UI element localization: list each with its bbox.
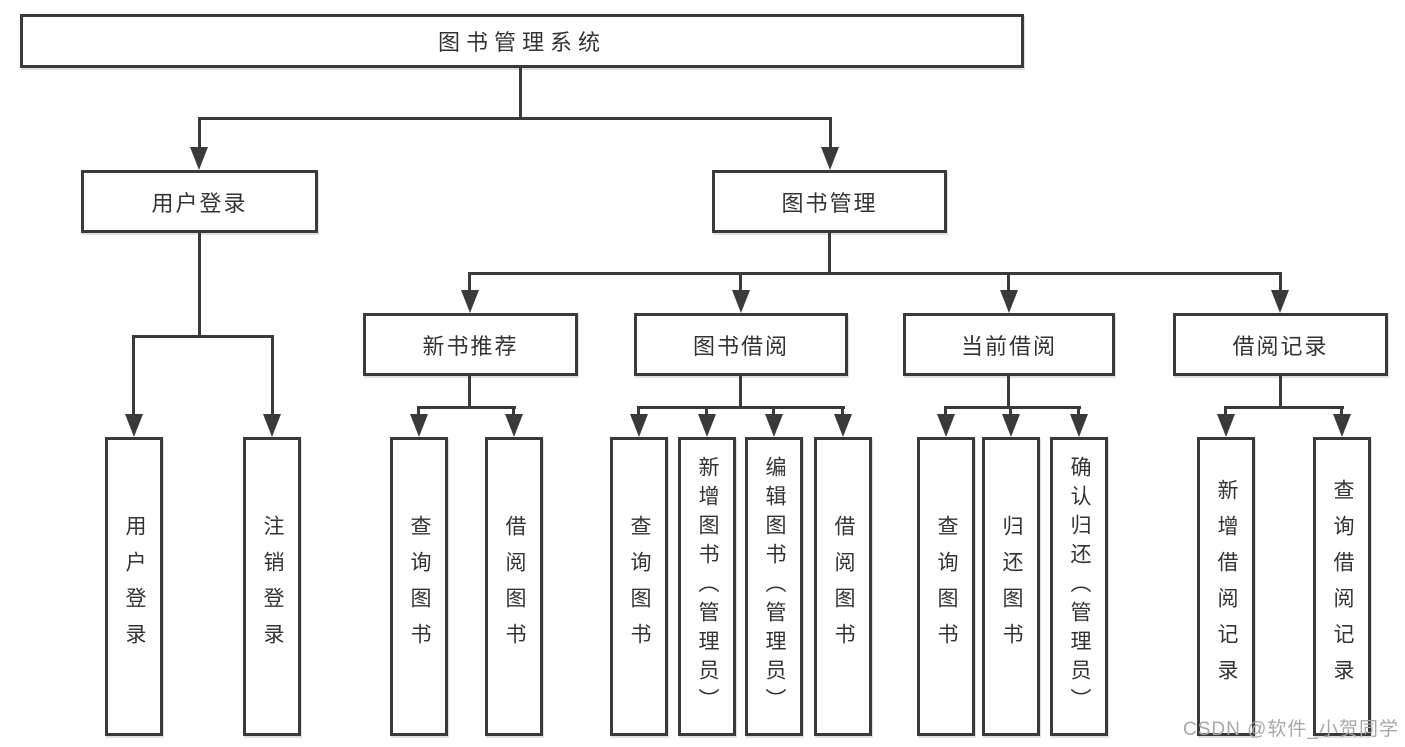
edge-line bbox=[841, 406, 844, 418]
node-book-borrow: 图书借阅 bbox=[634, 313, 848, 376]
edge-line bbox=[944, 406, 1081, 409]
leaf-query-books: 查询图书 bbox=[610, 437, 668, 736]
arrowhead-icon bbox=[1271, 290, 1289, 313]
edge-line bbox=[512, 406, 515, 418]
arrowhead-icon bbox=[125, 414, 143, 437]
node-label: 查询图书 bbox=[935, 514, 958, 659]
leaf-query-books: 查询图书 bbox=[390, 437, 448, 736]
arrowhead-icon bbox=[630, 414, 648, 437]
edge-line bbox=[944, 406, 947, 418]
node-borrow-records: 借阅记录 bbox=[1173, 313, 1388, 376]
edge-line bbox=[829, 117, 832, 150]
arrowhead-icon bbox=[263, 414, 281, 437]
edge-line bbox=[468, 376, 471, 406]
arrowhead-icon bbox=[1002, 414, 1020, 437]
edge-line bbox=[1009, 406, 1012, 418]
node-label: 图书管理 bbox=[781, 190, 878, 216]
arrowhead-icon bbox=[461, 290, 479, 313]
edge-line bbox=[739, 376, 742, 406]
edge-line bbox=[1077, 406, 1080, 418]
edge-line bbox=[1224, 406, 1227, 418]
edge-line bbox=[417, 406, 420, 418]
leaf-add-borrow-record: 新增借阅记录 bbox=[1197, 437, 1255, 736]
arrowhead-icon bbox=[821, 147, 839, 170]
arrowhead-icon bbox=[765, 414, 783, 437]
leaf-logout: 注销登录 bbox=[243, 437, 301, 736]
node-label: 图书管理系统 bbox=[437, 30, 606, 55]
edge-line bbox=[739, 272, 742, 292]
node-label: 查询图书 bbox=[628, 514, 651, 659]
node-label: 新书推荐 bbox=[422, 333, 519, 359]
edge-line bbox=[637, 406, 640, 418]
arrowhead-icon bbox=[1217, 414, 1235, 437]
edge-line bbox=[1340, 406, 1343, 418]
node-user-login: 用户登录 bbox=[81, 170, 318, 233]
node-book-mgmt: 图书管理 bbox=[712, 170, 947, 233]
arrowhead-icon bbox=[1333, 414, 1351, 437]
leaf-borrow-books: 借阅图书 bbox=[485, 437, 543, 736]
edge-line bbox=[1007, 376, 1010, 406]
leaf-query-books: 查询图书 bbox=[917, 437, 975, 736]
node-label: 用户登录 bbox=[151, 190, 248, 216]
edge-line bbox=[198, 233, 201, 335]
edge-line bbox=[519, 68, 522, 117]
edge-line bbox=[1279, 272, 1282, 292]
node-label: 借阅图书 bbox=[503, 514, 526, 659]
node-label: 新增借阅记录 bbox=[1215, 478, 1238, 695]
node-root: 图书管理系统 bbox=[20, 14, 1024, 68]
arrowhead-icon bbox=[937, 414, 955, 437]
edge-line bbox=[198, 117, 201, 150]
edge-line bbox=[468, 272, 471, 292]
node-current-borrow: 当前借阅 bbox=[903, 313, 1115, 376]
node-label: 确认归还（管理员） bbox=[1068, 456, 1091, 717]
leaf-edit-books-admin: 编辑图书（管理员） bbox=[745, 437, 803, 736]
arrowhead-icon bbox=[505, 414, 523, 437]
node-label: 注销登录 bbox=[261, 514, 284, 659]
arrowhead-icon bbox=[410, 414, 428, 437]
node-label: 归还图书 bbox=[1000, 514, 1023, 659]
node-label: 借阅图书 bbox=[832, 514, 855, 659]
arrowhead-icon bbox=[190, 147, 208, 170]
edge-line bbox=[1224, 406, 1344, 409]
node-new-books: 新书推荐 bbox=[363, 313, 578, 376]
leaf-borrow-books: 借阅图书 bbox=[814, 437, 872, 736]
edge-line bbox=[417, 406, 516, 409]
arrowhead-icon bbox=[1000, 290, 1018, 313]
edge-line bbox=[1279, 376, 1282, 406]
edge-line bbox=[637, 406, 845, 409]
edge-line bbox=[132, 335, 274, 338]
node-label: 图书借阅 bbox=[692, 333, 789, 359]
leaf-return-books: 归还图书 bbox=[982, 437, 1040, 736]
arrowhead-icon bbox=[732, 290, 750, 313]
edge-line bbox=[828, 233, 831, 272]
arrowhead-icon bbox=[834, 414, 852, 437]
leaf-confirm-return-admin: 确认归还（管理员） bbox=[1050, 437, 1108, 736]
arrowhead-icon bbox=[698, 414, 716, 437]
csdn-watermark: CSDN @软件_小贺同学 bbox=[1183, 719, 1399, 740]
leaf-query-borrow-record: 查询借阅记录 bbox=[1313, 437, 1371, 736]
edge-line bbox=[772, 406, 775, 418]
node-label: 新增图书（管理员） bbox=[696, 456, 719, 717]
node-label: 用户登录 bbox=[123, 514, 146, 659]
node-label: 借阅记录 bbox=[1232, 333, 1329, 359]
leaf-user-login: 用户登录 bbox=[105, 437, 163, 736]
node-label: 查询借阅记录 bbox=[1331, 478, 1354, 695]
edge-line bbox=[705, 406, 708, 418]
edge-line bbox=[1007, 272, 1010, 292]
edge-line bbox=[271, 335, 274, 415]
edge-line bbox=[468, 272, 1282, 275]
node-label: 查询图书 bbox=[408, 514, 431, 659]
node-label: 当前借阅 bbox=[960, 333, 1057, 359]
arrowhead-icon bbox=[1070, 414, 1088, 437]
edge-line bbox=[132, 335, 135, 415]
leaf-add-books-admin: 新增图书（管理员） bbox=[678, 437, 736, 736]
edge-line bbox=[198, 117, 832, 120]
node-label: 编辑图书（管理员） bbox=[763, 456, 786, 717]
